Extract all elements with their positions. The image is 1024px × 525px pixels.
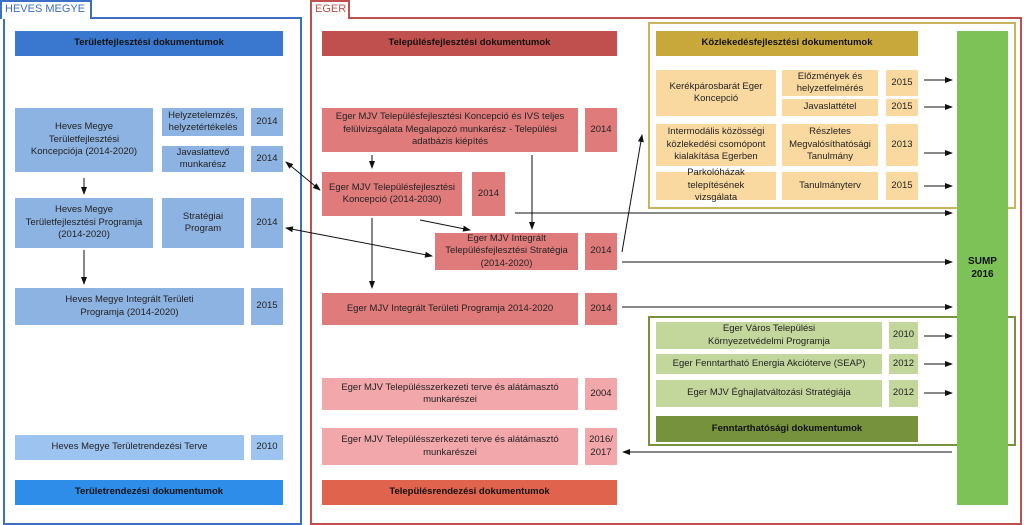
- heves-helyzet: Helyzetelemzés, helyzetértékelés: [162, 108, 244, 136]
- fennt-header: Fenntarthatósági dokumentumok: [656, 416, 918, 442]
- heves-title: HEVES MEGYE: [0, 0, 92, 19]
- eger-strategia: Eger MJV Integrált Településfejlesztési …: [435, 233, 578, 270]
- kozlek-frame: [648, 22, 1016, 209]
- kozlek-elozm: Előzmények és helyzetfelmérés: [782, 70, 878, 96]
- fennt-seap-year: 2012: [889, 354, 918, 374]
- kozlek-reszl-year: 2013: [886, 124, 918, 166]
- heves-koncepcio: Heves Megye Területfejlesztési Koncepció…: [15, 108, 153, 172]
- kozlek-tanul-year: 2015: [886, 172, 918, 200]
- heves-header: Területfejlesztési dokumentumok: [15, 31, 283, 56]
- kozlek-javas: Javaslattétel: [782, 99, 878, 116]
- kozlek-park: Parkolóházak telepítésének vizsgálata: [656, 167, 776, 203]
- kozlek-reszl: Részletes Megvalósíthatósági Tanulmány: [782, 124, 878, 166]
- sump-box: SUMP 2016: [957, 31, 1008, 505]
- heves-rendezesi: Heves Megye Területrendezési Terve: [15, 435, 244, 460]
- eger-title: EGER: [310, 0, 350, 19]
- eger-frame: [310, 17, 1022, 525]
- eger-koncepcio: Eger MJV Településfejlesztési Koncepció …: [322, 172, 462, 216]
- eger-itp-year: 2014: [585, 293, 617, 325]
- heves-integralt: Heves Megye Integrált Területi Programja…: [15, 288, 244, 325]
- fennt-korny: Eger Város Települési Környezetvédelmi P…: [656, 322, 882, 349]
- heves-frame: [3, 17, 302, 525]
- eger-ivs-year: 2014: [585, 108, 617, 152]
- eger-szerk2-year: 2016/ 2017: [585, 428, 617, 465]
- heves-integralt-year: 2015: [251, 288, 283, 325]
- kozlek-elozm-year: 2015: [886, 70, 918, 96]
- arrow: [621, 134, 644, 253]
- kozlek-kerek: Kerékpárosbarát Eger Koncepció: [656, 70, 776, 116]
- eger-ivs: Eger MJV Településfejlesztési Koncepció …: [322, 108, 578, 152]
- arrow: [285, 226, 433, 258]
- kozlek-header: Közlekedésfejlesztési dokumentumok: [656, 31, 918, 56]
- fennt-korny-year: 2010: [889, 322, 918, 349]
- heves-program: Heves Megye Területfejlesztési Programja…: [15, 198, 153, 248]
- heves-javaslat-year: 2014: [251, 146, 283, 172]
- heves-footer: Területrendezési dokumentumok: [15, 480, 283, 505]
- arrow: [285, 161, 321, 191]
- eger-koncepcio-year: 2014: [472, 172, 505, 216]
- eger-footer: Településrendezési dokumentumok: [322, 480, 617, 505]
- fennt-seap: Eger Fenntartható Energia Akcióterve (SE…: [656, 354, 882, 374]
- eger-szerk1: Eger MJV Településszerkezeti terve és al…: [322, 378, 578, 410]
- eger-szerk1-year: 2004: [585, 378, 617, 410]
- heves-helyzet-year: 2014: [251, 108, 283, 136]
- fennt-eghaj-year: 2012: [889, 380, 918, 407]
- eger-itp: Eger MJV Integrált Területi Programja 20…: [322, 293, 578, 325]
- eger-szerk2: Eger MJV Településszerkezeti terve és al…: [322, 428, 578, 465]
- fennt-eghaj: Eger MJV Éghajlatváltozási Stratégiája: [656, 380, 882, 407]
- kozlek-inter: Intermodális közösségi közlekedési csomó…: [656, 124, 776, 166]
- heves-javaslat: Javaslattevő munkarész: [162, 146, 244, 172]
- arrow: [419, 219, 471, 232]
- heves-strat: Stratégiai Program: [162, 198, 244, 248]
- eger-header: Településfejlesztési dokumentumok: [322, 31, 617, 56]
- eger-strategia-year: 2014: [585, 233, 617, 270]
- kozlek-tanul: Tanulmányterv: [782, 172, 878, 200]
- fennt-frame: [648, 316, 1016, 446]
- kozlek-javas-year: 2015: [886, 99, 918, 116]
- heves-rendezesi-year: 2010: [251, 435, 283, 460]
- heves-strat-year: 2014: [251, 198, 283, 248]
